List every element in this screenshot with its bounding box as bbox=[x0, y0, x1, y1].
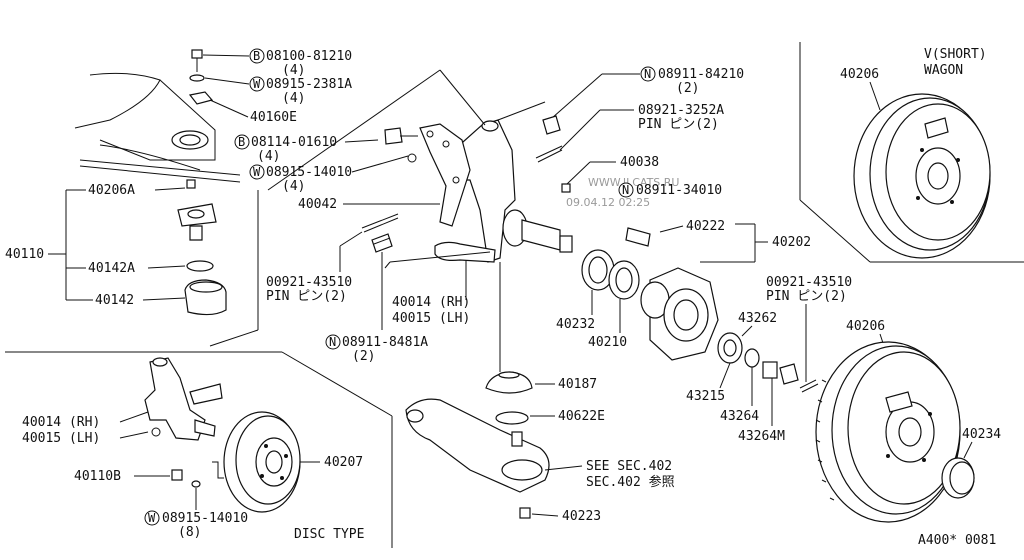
variant-wagon: WAGON bbox=[924, 63, 963, 78]
label-08915-2381a-qty: (4) bbox=[282, 91, 305, 106]
n-marker-8481a-text: N bbox=[329, 335, 336, 349]
label-08100-81210-qty: (4) bbox=[282, 63, 305, 78]
n-marker-34010 bbox=[618, 182, 634, 198]
w-marker-disc-text: W bbox=[148, 511, 156, 525]
label-08100-81210: 08100-81210 bbox=[266, 49, 352, 64]
label-08915-2381a: 08915-2381A bbox=[266, 77, 352, 92]
w-marker-14010 bbox=[249, 164, 265, 180]
w-marker-2381a-text: W bbox=[253, 77, 261, 91]
body-panel bbox=[74, 72, 241, 183]
label-40232: 40232 bbox=[556, 317, 595, 332]
label-08911-34010: 08911-34010 bbox=[636, 183, 722, 198]
label-disc-washer-qty: (8) bbox=[178, 525, 201, 540]
label-08911-8481a-qty: (2) bbox=[352, 349, 375, 364]
w-marker-disc bbox=[144, 510, 160, 526]
n-marker-8481a bbox=[325, 334, 341, 350]
label-00921-43510-right: 00921-43510 bbox=[766, 275, 852, 290]
label-08911-8481a: 08911-8481A bbox=[342, 335, 428, 350]
label-40206-upper: 40206 bbox=[840, 67, 879, 82]
label-43264m: 43264M bbox=[738, 429, 785, 444]
label-40234: 40234 bbox=[962, 427, 1001, 442]
label-08911-84210-qty: (2) bbox=[676, 81, 699, 96]
label-40222: 40222 bbox=[686, 219, 725, 234]
label-40187: 40187 bbox=[558, 377, 597, 392]
label-40110: 40110 bbox=[5, 247, 44, 262]
label-40110b: 40110B bbox=[74, 469, 121, 484]
diagram-code: A400* 0081 bbox=[918, 533, 996, 548]
label-40207: 40207 bbox=[324, 455, 363, 470]
label-00921-43510-left: 00921-43510 bbox=[266, 275, 352, 290]
label-40015-lh: 40015 (LH) bbox=[392, 311, 470, 326]
watermark-date: 09.04.12 02:25 bbox=[566, 196, 650, 209]
n-marker-34010-text: N bbox=[622, 183, 629, 197]
label-40206a: 40206A bbox=[88, 183, 135, 198]
disc-bolt-drawing bbox=[171, 469, 201, 488]
knuckle-drawing bbox=[384, 119, 573, 263]
hub-drawing bbox=[581, 249, 819, 393]
label-00921-right-desc: PIN ピン(2) bbox=[766, 289, 847, 304]
label-40210: 40210 bbox=[588, 335, 627, 350]
bolt-08100-drawing bbox=[188, 49, 214, 105]
label-40202: 40202 bbox=[772, 235, 811, 250]
label-08921-desc: PIN ピン(2) bbox=[638, 117, 719, 132]
label-disc-type: DISC TYPE bbox=[294, 527, 364, 542]
b-marker-08100 bbox=[249, 48, 265, 64]
lower-arm-drawing bbox=[405, 398, 550, 493]
label-disc-40015-lh: 40015 (LH) bbox=[22, 431, 100, 446]
label-43262: 43262 bbox=[738, 311, 777, 326]
label-40160e: 40160E bbox=[250, 110, 297, 125]
label-08114-01610: 08114-01610 bbox=[251, 135, 337, 150]
cotter-pin-left bbox=[361, 213, 399, 233]
label-sec-ref: SEC.402 参照 bbox=[586, 474, 675, 490]
label-43264: 43264 bbox=[720, 409, 759, 424]
label-40206-lower: 40206 bbox=[846, 319, 885, 334]
label-40038: 40038 bbox=[620, 155, 659, 170]
n-marker-84210-text: N bbox=[644, 67, 651, 81]
ball-joint-drawing bbox=[177, 179, 227, 316]
w-marker-2381a bbox=[249, 76, 265, 92]
label-40142a: 40142A bbox=[88, 261, 135, 276]
label-43215: 43215 bbox=[686, 389, 725, 404]
drum-upper-drawing bbox=[853, 93, 991, 259]
seal-40222-drawing bbox=[625, 227, 651, 247]
label-08915-14010-qty: (4) bbox=[282, 179, 305, 194]
label-40223: 40223 bbox=[562, 509, 601, 524]
disc-rotor-drawing bbox=[223, 411, 301, 513]
b-marker-08114 bbox=[234, 134, 250, 150]
label-40042: 40042 bbox=[298, 197, 337, 212]
bolt-40223-drawing bbox=[519, 507, 531, 519]
n-marker-84210 bbox=[640, 66, 656, 82]
castle-nut-top bbox=[542, 115, 561, 135]
variant-short: V(SHORT) bbox=[924, 47, 987, 62]
cap-40234-drawing bbox=[941, 457, 975, 499]
label-see-sec: SEE SEC.402 bbox=[586, 459, 672, 474]
bolt-40038-drawing bbox=[561, 183, 571, 193]
drum-lower-drawing bbox=[815, 341, 961, 523]
dust-cover-drawing bbox=[485, 371, 533, 425]
label-40622e: 40622E bbox=[558, 409, 605, 424]
label-08911-84210: 08911-84210 bbox=[658, 67, 744, 82]
label-disc-washer: 08915-14010 bbox=[162, 511, 248, 526]
label-40142: 40142 bbox=[95, 293, 134, 308]
watermark-site: WWW.ILCATS.RU bbox=[588, 176, 679, 189]
label-disc-40014-rh: 40014 (RH) bbox=[22, 415, 100, 430]
label-00921-left-desc: PIN ピン(2) bbox=[266, 289, 347, 304]
disc-knuckle-drawing bbox=[144, 357, 223, 441]
label-08921-3252a: 08921-3252A bbox=[638, 103, 724, 118]
castle-nut-left bbox=[371, 233, 393, 253]
w-marker-14010-text: W bbox=[253, 165, 261, 179]
label-08114-01610-qty: (4) bbox=[257, 149, 280, 164]
b-marker-08100-text: B bbox=[253, 49, 260, 63]
label-40014-rh: 40014 (RH) bbox=[392, 295, 470, 310]
label-08915-14010: 08915-14010 bbox=[266, 165, 352, 180]
b-marker-08114-text: B bbox=[238, 135, 245, 149]
